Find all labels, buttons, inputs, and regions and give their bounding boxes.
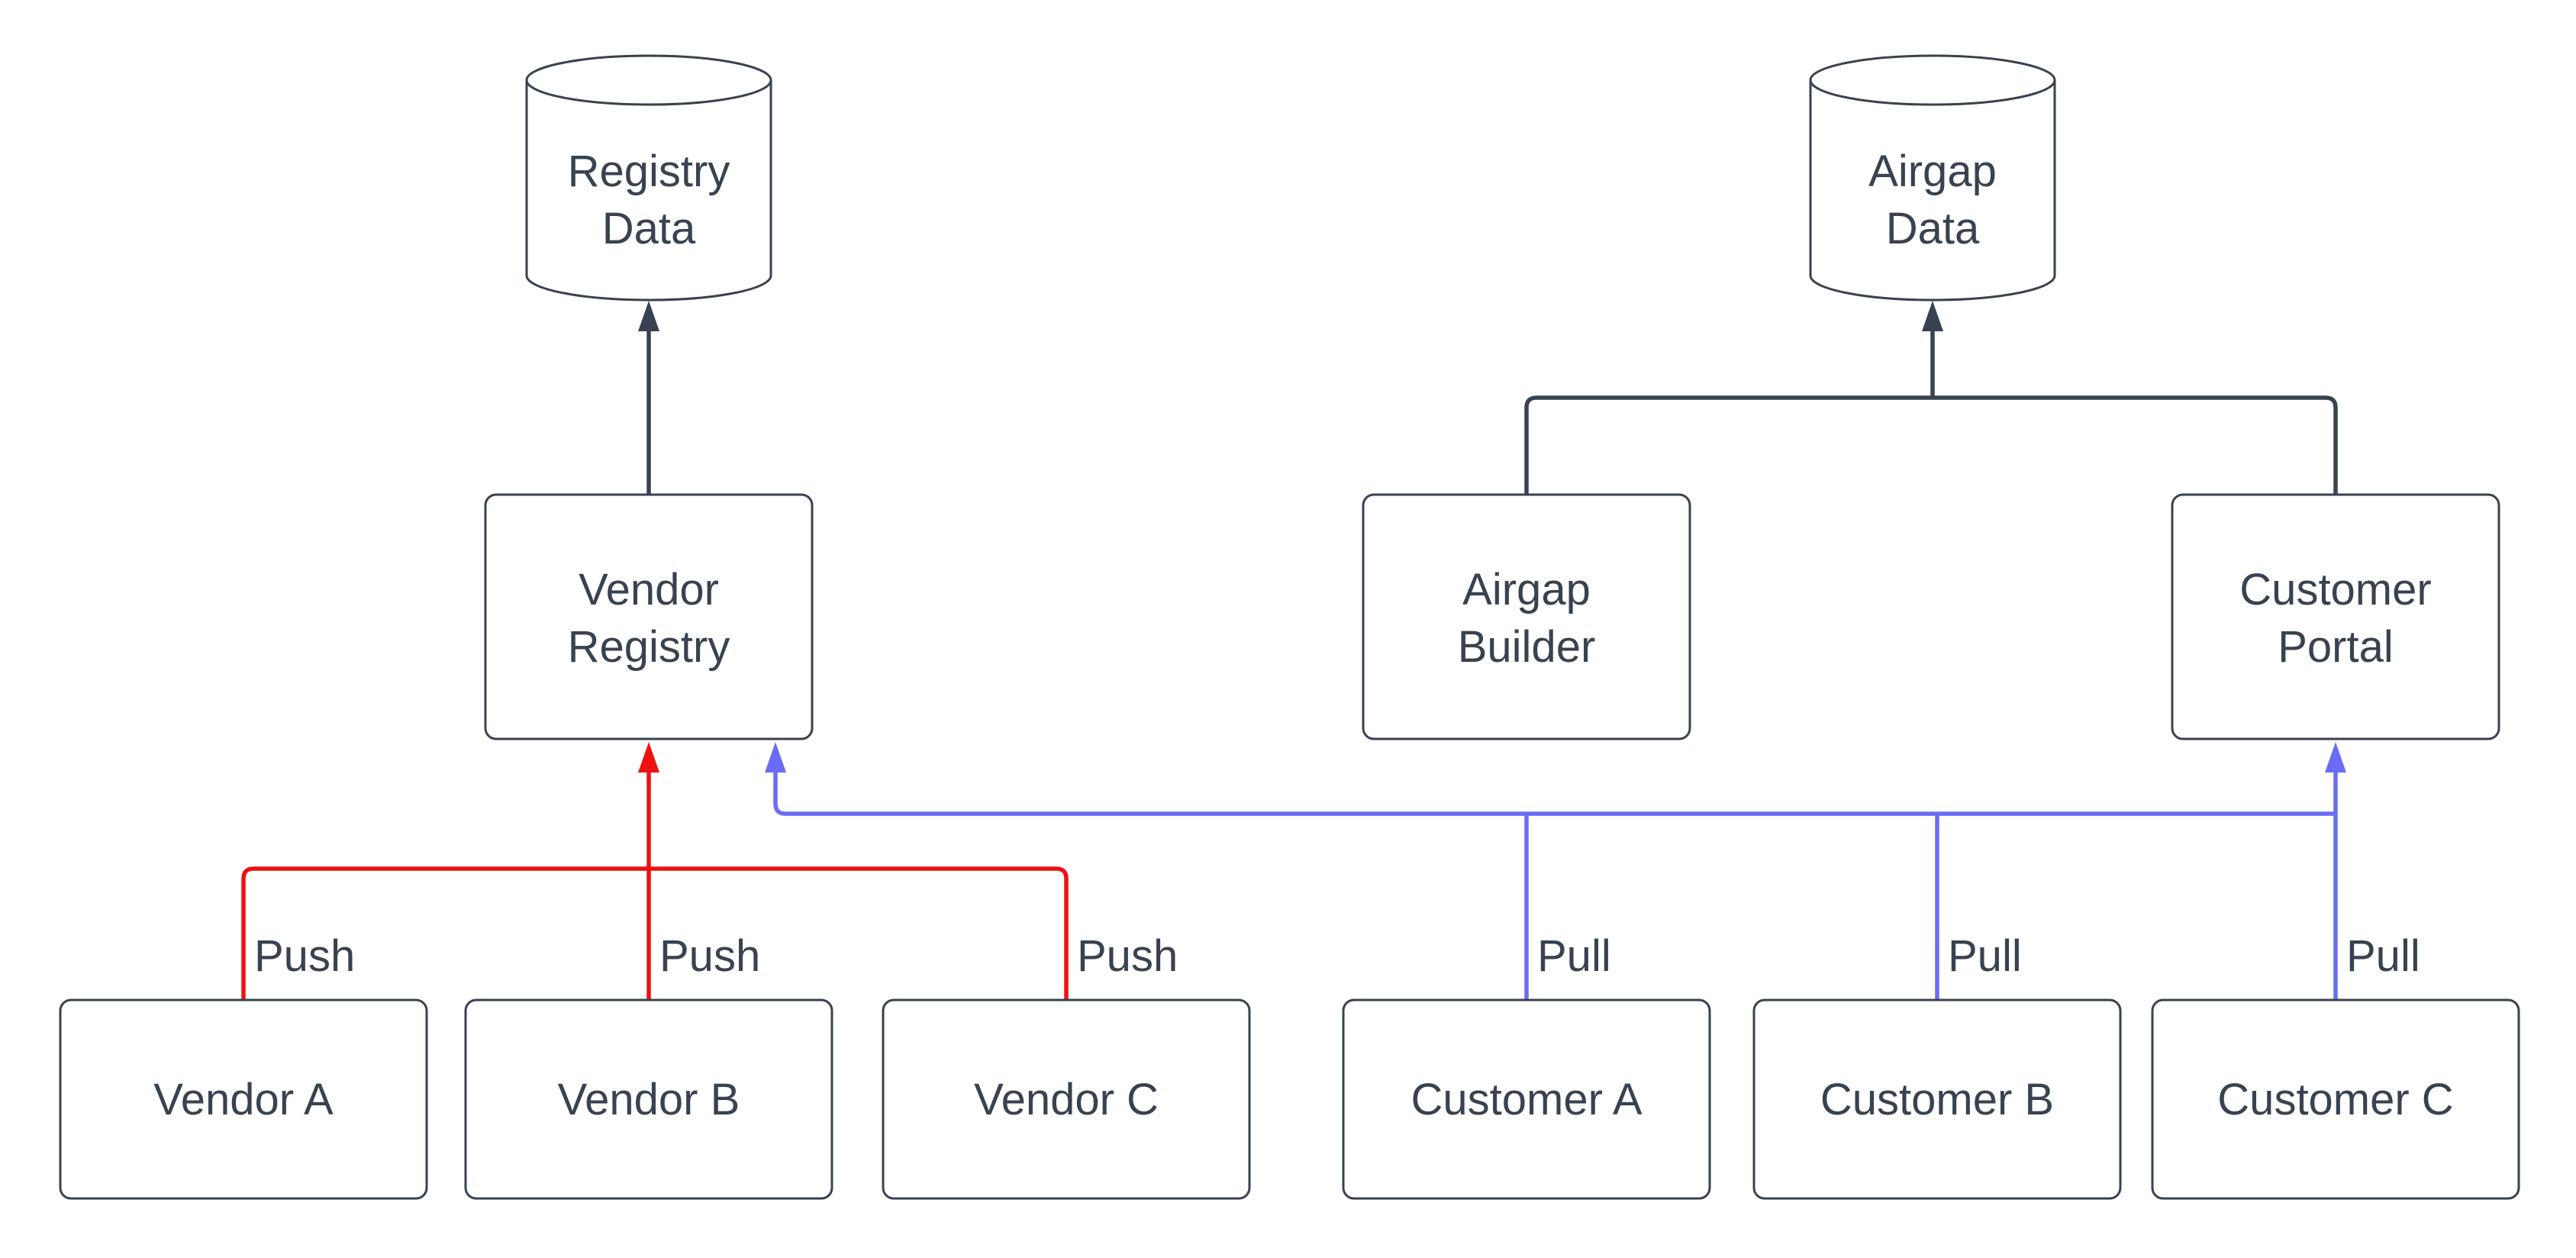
vendor-a-box: [59, 998, 428, 1200]
airgap-builder-label-line1: Airgap: [1462, 565, 1591, 614]
node-airgap-data: Airgap Data: [1809, 54, 2056, 302]
push-label-vendor-c: Push: [1077, 931, 1178, 981]
customer-portal-label-line1: Customer: [2239, 565, 2431, 614]
customer-portal-box: [2171, 493, 2500, 740]
pull-label-customer-a: Pull: [1537, 931, 1611, 981]
customer-c-label: Customer C: [2217, 1075, 2453, 1124]
registry-data-label-line1: Registry: [568, 147, 730, 196]
node-customer-b: Customer B: [1752, 998, 2122, 1200]
registry-data-cylinder: [525, 54, 772, 302]
registry-data-cylinder-rim: [525, 79, 772, 106]
edge-airgap-builder-customer-portal-rail: [1524, 395, 2338, 495]
vendor-b-label: Vendor B: [558, 1075, 740, 1124]
edge-labels: Push Push Push Pull Pull Pull: [254, 931, 2420, 981]
vendor-c-box: [882, 998, 1251, 1200]
airgap-data-label-line2: Data: [1886, 204, 1980, 253]
customer-b-box: [1752, 998, 2122, 1200]
arrowhead-into-customer-portal-icon: [2325, 742, 2346, 773]
node-customer-c: Customer C: [2151, 998, 2520, 1200]
node-registry-data: Registry Data: [525, 54, 772, 302]
vendor-a-label: Vendor A: [153, 1075, 334, 1124]
pull-rail: [773, 773, 2336, 816]
arrowhead-into-airgap-data-icon: [1922, 301, 1943, 331]
vendor-registry-label-line1: Vendor: [579, 565, 719, 614]
arrowhead-push-into-vendor-registry-icon: [638, 742, 659, 773]
customer-c-box: [2151, 998, 2520, 1200]
airgap-builder-label-line2: Builder: [1458, 622, 1596, 672]
pull-label-customer-b: Pull: [1948, 931, 2022, 981]
registry-data-label-line2: Data: [602, 204, 696, 253]
customer-a-box: [1342, 998, 1711, 1200]
customer-a-label: Customer A: [1411, 1075, 1643, 1124]
vendor-b-box: [464, 998, 833, 1200]
node-airgap-builder: Airgap Builder: [1362, 493, 1691, 740]
push-label-vendor-a: Push: [254, 931, 355, 981]
edges-push: [241, 742, 1069, 1000]
airgap-data-cylinder: [1809, 54, 2056, 302]
node-vendor-c: Vendor C: [882, 998, 1251, 1200]
push-rail: [241, 866, 1069, 1000]
arrowhead-pull-into-vendor-registry-icon: [765, 742, 786, 773]
edges-dark: [638, 301, 2338, 495]
edges-pull: [765, 742, 2346, 1000]
node-vendor-a: Vendor A: [59, 998, 428, 1200]
airgap-data-label-line1: Airgap: [1868, 147, 1997, 196]
customer-b-label: Customer B: [1820, 1075, 2054, 1124]
vendor-c-label: Vendor C: [974, 1075, 1159, 1124]
node-customer-a: Customer A: [1342, 998, 1711, 1200]
airgap-builder-box: [1362, 493, 1691, 740]
customer-portal-label-line2: Portal: [2278, 622, 2394, 672]
node-vendor-b: Vendor B: [464, 998, 833, 1200]
push-label-vendor-b: Push: [659, 931, 760, 981]
arrowhead-into-registry-data-icon: [638, 301, 659, 331]
vendor-registry-box: [484, 493, 814, 740]
node-vendor-registry: Vendor Registry: [484, 493, 814, 740]
node-customer-portal: Customer Portal: [2171, 493, 2500, 740]
pull-label-customer-c: Pull: [2346, 931, 2420, 981]
vendor-registry-label-line2: Registry: [568, 622, 730, 672]
airgap-data-cylinder-rim: [1809, 79, 2056, 106]
